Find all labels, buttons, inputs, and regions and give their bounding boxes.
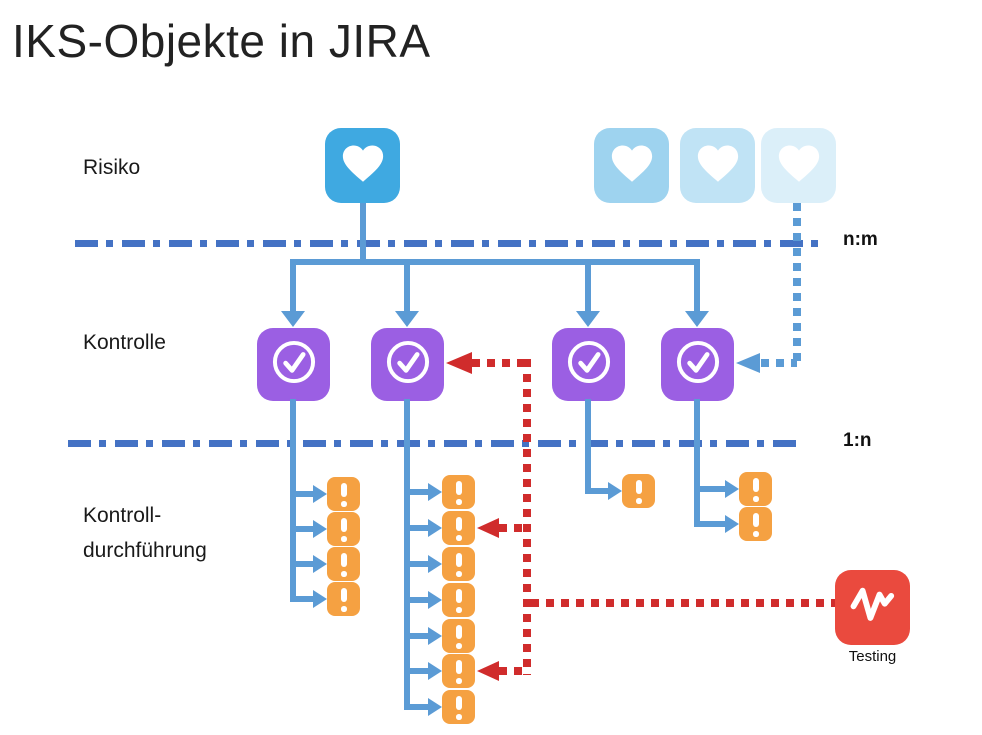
branch-c1-1 — [290, 491, 313, 497]
testing-label: Testing — [848, 648, 897, 665]
branch-c2-1 — [404, 489, 428, 495]
branch-c4-2 — [694, 521, 725, 527]
execution-icon — [739, 472, 772, 506]
arrowhead-down-2 — [395, 311, 419, 327]
arrowhead-right-c4-1 — [725, 480, 739, 498]
execution-icon — [442, 690, 475, 724]
arrowhead-right-c2-7 — [428, 698, 442, 716]
execution-icon — [327, 477, 360, 511]
risk-tile-faded-1 — [594, 128, 669, 203]
separator-risk-control — [75, 240, 823, 247]
execution-icon — [442, 511, 475, 545]
connector-drop-4 — [694, 259, 700, 312]
dotted-testing-vertical — [523, 359, 531, 675]
connector-drop-1 — [290, 259, 296, 312]
arrowhead-right-c4-2 — [725, 515, 739, 533]
branch-c2-6 — [404, 668, 428, 674]
connector-control1-descender — [290, 399, 296, 602]
row-label-kontrolle: Kontrolle — [83, 331, 166, 354]
arrowhead-right-c1-2 — [313, 520, 327, 538]
relation-label-1n: 1:n — [843, 430, 872, 451]
connector-control3-descender — [585, 399, 591, 494]
arrowhead-right-c1-3 — [313, 555, 327, 573]
execution-icon — [442, 475, 475, 509]
execution-icon — [442, 654, 475, 688]
arrowhead-right-c1-4 — [313, 590, 327, 608]
connector-drop-3 — [585, 259, 591, 312]
dotted-risk4-horizontal — [761, 359, 797, 367]
heart-icon — [776, 142, 822, 189]
arrowhead-right-c2-1 — [428, 483, 442, 501]
arrowhead-right-c2-3 — [428, 555, 442, 573]
testing-tile — [835, 570, 910, 645]
check-circle-icon — [265, 333, 323, 396]
execution-icon — [739, 507, 772, 541]
dotted-risk4-vertical — [793, 203, 801, 367]
pulse-icon — [847, 579, 899, 636]
risk-tile-main — [325, 128, 400, 203]
heart-icon — [340, 142, 386, 189]
arrowhead-right-c2-5 — [428, 627, 442, 645]
execution-icon — [442, 547, 475, 581]
separator-control-execution — [68, 440, 798, 447]
execution-icon — [622, 474, 655, 508]
page-title: IKS-Objekte in JIRA — [12, 15, 431, 67]
branch-c1-2 — [290, 526, 313, 532]
heart-icon — [609, 142, 655, 189]
connector-drop-2 — [404, 259, 410, 312]
branch-c2-4 — [404, 597, 428, 603]
arrowhead-right-c2-4 — [428, 591, 442, 609]
execution-icon — [327, 512, 360, 546]
branch-c3-1 — [585, 488, 608, 494]
execution-icon — [327, 582, 360, 616]
execution-icon — [442, 619, 475, 653]
arrowhead-right-c3-1 — [608, 482, 622, 500]
execution-icon — [327, 547, 360, 581]
branch-c1-3 — [290, 561, 313, 567]
branch-c4-1 — [694, 486, 725, 492]
connector-control4-descender — [694, 399, 700, 527]
connector-control2-descender — [404, 399, 410, 710]
check-circle-icon — [669, 333, 727, 396]
arrowhead-right-c1-1 — [313, 485, 327, 503]
branch-c2-3 — [404, 561, 428, 567]
branch-c2-5 — [404, 633, 428, 639]
row-label-risiko: Risiko — [83, 156, 141, 179]
row-label-line1: Kontroll- — [83, 504, 162, 527]
dotted-to-exec2-6 — [499, 667, 523, 675]
connector-tree-horizontal — [290, 259, 700, 265]
connector-risk-stem — [360, 203, 366, 265]
branch-c2-2 — [404, 525, 428, 531]
arrowhead-right-c2-6 — [428, 662, 442, 680]
check-circle-icon — [379, 333, 437, 396]
control-tile-4 — [661, 328, 734, 401]
row-label-kontrolldurchfuehrung: Kontroll- durchführung — [83, 498, 207, 568]
control-tile-3 — [552, 328, 625, 401]
arrowhead-left-blue — [736, 353, 760, 373]
arrowhead-down-1 — [281, 311, 305, 327]
control-tile-1 — [257, 328, 330, 401]
execution-icon — [442, 583, 475, 617]
arrowhead-left-red-exec2-6 — [477, 661, 499, 681]
row-label-line2: durchführung — [83, 539, 207, 562]
relation-label-nm: n:m — [843, 229, 878, 250]
arrowhead-right-c2-2 — [428, 519, 442, 537]
heart-icon — [695, 142, 741, 189]
risk-tile-faded-3 — [761, 128, 836, 203]
arrowhead-down-3 — [576, 311, 600, 327]
risk-tile-faded-2 — [680, 128, 755, 203]
dotted-to-control2 — [472, 359, 523, 367]
dotted-testing-horizontal — [531, 599, 835, 607]
arrowhead-left-red-control2 — [446, 352, 472, 374]
branch-c1-4 — [290, 596, 313, 602]
branch-c2-7 — [404, 704, 428, 710]
control-tile-2 — [371, 328, 444, 401]
arrowhead-left-red-exec2-2 — [477, 518, 499, 538]
arrowhead-down-4 — [685, 311, 709, 327]
dotted-to-exec2-2 — [499, 524, 523, 532]
check-circle-icon — [560, 333, 618, 396]
